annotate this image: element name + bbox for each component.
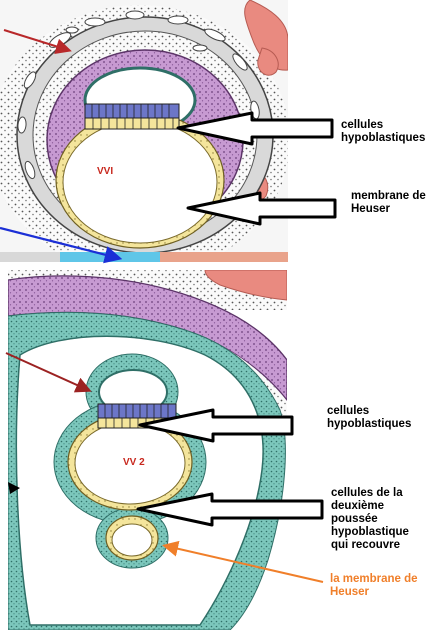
epiblast-layer	[97, 403, 177, 419]
outline-arrow	[186, 191, 337, 226]
label-line: la membrane de	[330, 573, 418, 585]
outline-arrow	[176, 111, 334, 146]
blood-lacuna	[204, 270, 287, 301]
label-line: qui recouvre	[331, 539, 401, 551]
hypoblast-layer	[84, 117, 180, 130]
label-line: cellules	[327, 405, 370, 417]
label-line: cellules	[341, 119, 384, 131]
bottom-hypoblast-label: cellules hypoblastiques	[327, 405, 411, 431]
label-line: hypoblastiques	[341, 132, 426, 144]
outline-arrow	[138, 408, 294, 443]
label-line: hypoblastiques	[327, 418, 412, 430]
label-line: cellules de la	[331, 487, 403, 499]
label-line: Heuser	[351, 203, 390, 215]
top-heuser-label: membrane de Heuser	[351, 190, 426, 216]
epiblast-layer	[84, 103, 180, 119]
top-hypoblast-label: cellules hypoblastiques	[341, 119, 425, 145]
outline-arrow	[136, 492, 324, 527]
bottom-histology-panel	[8, 270, 287, 630]
label-line: deuxième	[331, 500, 385, 512]
label-line: membrane de	[351, 190, 426, 202]
dark-red-arrow	[5, 352, 92, 393]
bottom-heuser-label: la membrane de Heuser	[330, 573, 418, 599]
primary-yolk-sac-cavity	[62, 120, 218, 244]
top-cavity-label: VVI	[97, 166, 114, 177]
bottom-cavity-label: VV 2	[123, 457, 145, 468]
label-line: Heuser	[330, 586, 369, 598]
red-arrow	[3, 29, 72, 55]
second-hypoblast-label: cellules de la deuxième poussée hypoblas…	[331, 487, 409, 552]
top-histology-panel	[0, 0, 288, 262]
orange-arrow	[162, 540, 324, 583]
blood-lacuna	[257, 47, 279, 76]
triangle-marker-icon	[8, 482, 20, 494]
label-line: poussée	[331, 513, 378, 525]
blue-arrow	[0, 226, 123, 264]
label-line: hypoblastique	[331, 526, 409, 538]
